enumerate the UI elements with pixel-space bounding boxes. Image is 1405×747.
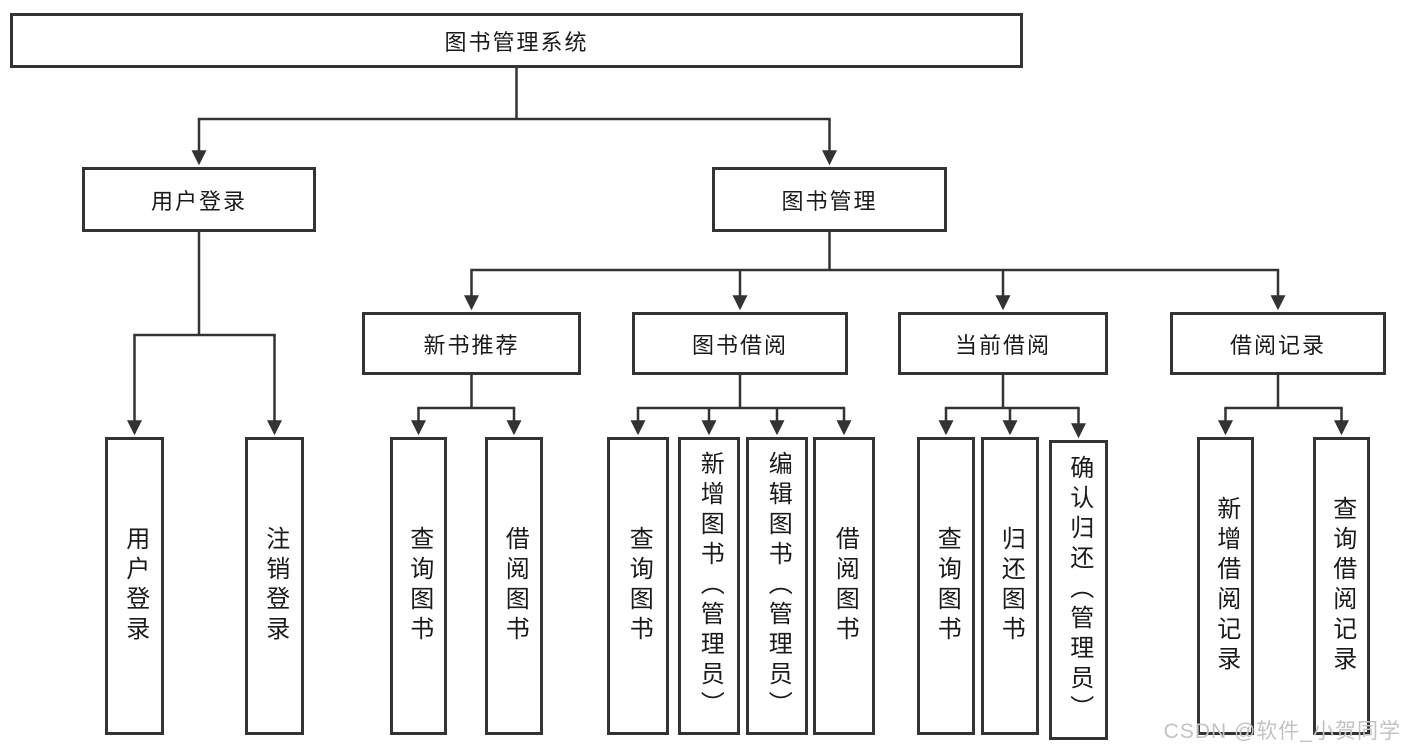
node-label: 新书推荐 bbox=[423, 332, 520, 358]
node-label: 借阅图书 bbox=[831, 526, 859, 646]
node-label: 新增图书（管理员） bbox=[696, 451, 724, 721]
leaf-borrow-add-books-admin: 新增图书（管理员） bbox=[678, 437, 740, 735]
leaf-borrow-borrow-books: 借阅图书 bbox=[813, 437, 875, 735]
node-label: 借阅记录 bbox=[1229, 332, 1326, 358]
node-label: 用户登录 bbox=[121, 526, 149, 646]
leaf-recommend-borrow-books: 借阅图书 bbox=[485, 437, 543, 735]
leaf-records-query-borrow-record: 查询借阅记录 bbox=[1313, 437, 1370, 735]
leaf-borrow-edit-books-admin: 编辑图书（管理员） bbox=[746, 437, 808, 735]
node-label: 注销登录 bbox=[261, 526, 289, 646]
node-borrowing-records: 借阅记录 bbox=[1170, 312, 1386, 375]
node-book-borrowing: 图书借阅 bbox=[632, 312, 848, 375]
node-label: 编辑图书（管理员） bbox=[764, 451, 792, 721]
node-root: 图书管理系统 bbox=[10, 13, 1023, 68]
node-label: 当前借阅 bbox=[954, 332, 1051, 358]
node-new-book-recommendation: 新书推荐 bbox=[362, 312, 581, 375]
leaf-borrow-query-books: 查询图书 bbox=[607, 437, 669, 735]
node-label: 新增借阅记录 bbox=[1212, 496, 1240, 676]
node-label: 借阅图书 bbox=[501, 526, 529, 646]
leaf-recommend-query-books: 查询图书 bbox=[390, 437, 447, 735]
leaf-current-confirm-return-admin: 确认归还（管理员） bbox=[1049, 440, 1108, 740]
node-label: 确认归还（管理员） bbox=[1065, 455, 1093, 725]
node-label: 归还图书 bbox=[997, 526, 1025, 646]
node-label: 查询图书 bbox=[933, 526, 961, 646]
node-label: 图书管理系统 bbox=[444, 29, 589, 55]
leaf-user-login: 用户登录 bbox=[105, 437, 164, 735]
node-label: 图书管理 bbox=[781, 188, 878, 214]
node-label: 查询图书 bbox=[625, 526, 653, 646]
csdn-watermark: CSDN @软件_小贺同学 bbox=[1163, 720, 1401, 743]
leaf-records-add-borrow-record: 新增借阅记录 bbox=[1197, 437, 1254, 735]
node-label: 图书借阅 bbox=[691, 332, 788, 358]
leaf-current-query-books: 查询图书 bbox=[917, 437, 975, 735]
node-current-borrowing: 当前借阅 bbox=[898, 312, 1108, 375]
node-user-login: 用户登录 bbox=[82, 167, 316, 232]
node-label: 查询图书 bbox=[405, 526, 433, 646]
leaf-logout: 注销登录 bbox=[245, 437, 304, 735]
node-label: 查询借阅记录 bbox=[1328, 496, 1356, 676]
leaf-current-return-books: 归还图书 bbox=[981, 437, 1039, 735]
node-label: 用户登录 bbox=[150, 188, 247, 214]
node-book-management: 图书管理 bbox=[712, 167, 947, 232]
